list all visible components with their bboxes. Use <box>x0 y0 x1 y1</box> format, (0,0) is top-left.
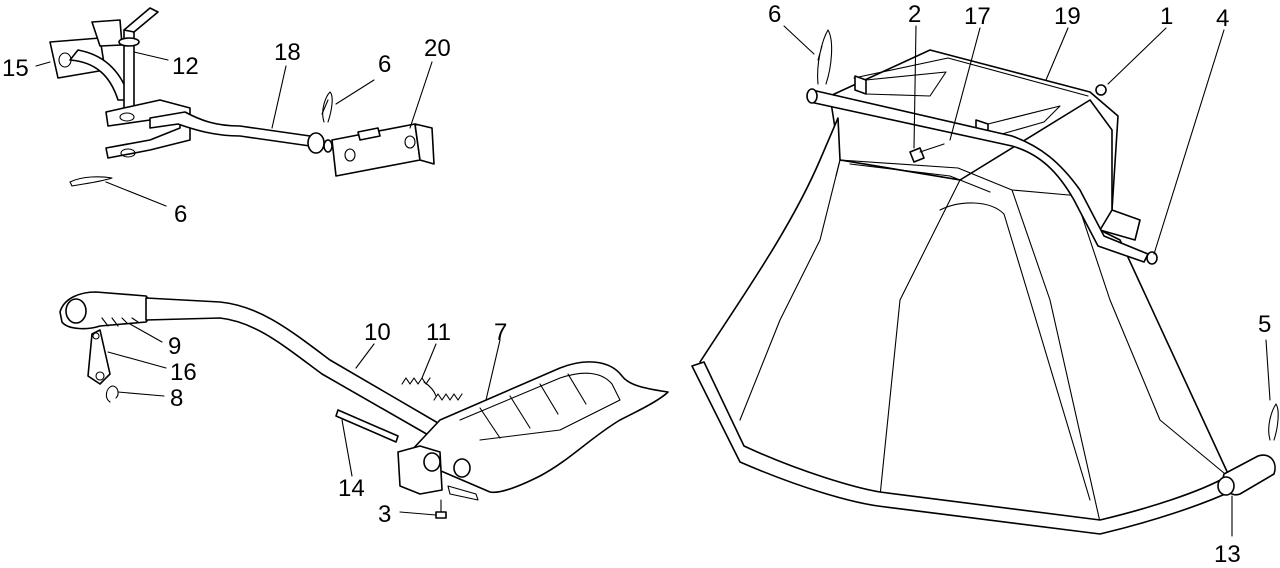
grip-ribs <box>101 317 139 327</box>
leader-12 <box>133 51 169 61</box>
leader-4 <box>1153 29 1225 255</box>
callout-13: 13 <box>1214 541 1241 568</box>
leader-11 <box>421 343 437 379</box>
callout-19: 19 <box>1054 3 1081 30</box>
rod-end <box>307 132 325 154</box>
callout-17: 17 <box>964 3 991 30</box>
chute-top-edge <box>853 57 1089 97</box>
callout-18: 18 <box>274 39 301 66</box>
hinge-tab-left <box>854 75 867 95</box>
hinge-knuckle-left <box>423 452 441 472</box>
pin-bent-top <box>123 7 159 33</box>
cotter-pin-upper <box>322 91 333 123</box>
callout-6: 6 <box>768 1 781 28</box>
chute-crease-mid-right <box>1011 189 1101 523</box>
leader-16 <box>107 351 167 369</box>
callout-5: 5 <box>1258 311 1271 338</box>
leader-9 <box>129 323 163 343</box>
leader-1 <box>1107 27 1167 85</box>
linkage-assembly <box>49 7 435 187</box>
screw-head <box>435 511 447 519</box>
callout-16: 16 <box>170 359 197 386</box>
leader-2 <box>913 25 917 149</box>
cotter-pin-lower <box>69 176 113 187</box>
chute-crease-mid-left <box>879 179 961 497</box>
leader-3 <box>399 511 437 516</box>
leader-18 <box>271 65 287 129</box>
callout-1: 1 <box>1160 3 1173 30</box>
link-hole-bottom <box>95 371 105 381</box>
leader-6b <box>105 181 167 207</box>
callout-20: 20 <box>424 35 451 62</box>
chute-inner-ledge <box>849 163 991 193</box>
hinge-knuckle-right <box>453 458 471 478</box>
callout-11: 11 <box>426 319 451 346</box>
chute-panel-curve <box>939 202 1091 501</box>
nut <box>1095 84 1107 96</box>
callout-6: 6 <box>378 51 391 78</box>
callout-7: 7 <box>494 319 507 346</box>
rod-end-cap <box>1146 251 1158 265</box>
leader-19 <box>1045 27 1069 81</box>
callout-2: 2 <box>908 1 921 28</box>
bracket-tab <box>357 127 381 141</box>
forked-bracket <box>105 99 191 159</box>
leader-6a <box>335 79 375 105</box>
support-rod <box>809 89 1149 263</box>
leader-8 <box>117 391 165 397</box>
callout-6: 6 <box>174 201 187 228</box>
fork-hole-lower <box>120 148 136 158</box>
callout-9: 9 <box>168 333 181 360</box>
callout-3: 3 <box>378 501 391 528</box>
cotter-pin-upper-leg <box>321 99 329 115</box>
pedal-ribs <box>479 373 587 439</box>
link-hole-top <box>92 332 100 340</box>
rod-pin <box>323 139 333 153</box>
pedal-teeth <box>447 485 479 501</box>
pin-washer <box>118 37 140 47</box>
callout-4: 4 <box>1216 5 1229 32</box>
clip <box>105 385 119 403</box>
leader-15 <box>35 61 51 67</box>
callout-10: 10 <box>364 319 391 346</box>
chute-assembly <box>691 29 1279 535</box>
bracket-hole-2 <box>404 135 416 149</box>
leader-14 <box>341 419 353 477</box>
spring-right <box>433 393 463 401</box>
rod-end-left <box>806 88 818 104</box>
callout-15: 15 <box>2 55 29 82</box>
leader-6c <box>783 25 815 55</box>
angle-bracket-side <box>414 123 435 165</box>
bolt-shank <box>919 143 945 153</box>
leader-5 <box>1265 339 1271 401</box>
bracket-hole-1 <box>344 148 356 162</box>
pedal-top-edge <box>459 372 621 441</box>
chute-crease-right <box>1079 209 1231 479</box>
spring-hook <box>423 381 437 397</box>
grip-end-cap <box>65 298 87 324</box>
callout-8: 8 <box>170 385 183 412</box>
lever-pedal-assembly <box>59 291 669 519</box>
tab-gusset-right <box>987 105 1061 139</box>
leader-lines <box>35 25 1271 537</box>
leader-10 <box>355 343 375 369</box>
cotter-pin-far-right <box>1268 403 1279 441</box>
link-plate <box>87 329 111 385</box>
leader-7 <box>485 339 501 401</box>
tab-gusset-left <box>865 71 947 97</box>
chute-inner-top <box>835 159 1081 197</box>
hinge-pin-end <box>1217 476 1235 496</box>
callout-12: 12 <box>172 53 199 80</box>
leader-17 <box>949 27 981 141</box>
chute-crease-left <box>739 159 841 421</box>
leader-20 <box>409 61 433 129</box>
cotter-pin-right <box>817 29 833 85</box>
fork-hole-upper <box>119 112 135 122</box>
pedal-body <box>409 361 669 494</box>
callout-14: 14 <box>338 475 365 502</box>
pivot-rod <box>335 409 399 443</box>
